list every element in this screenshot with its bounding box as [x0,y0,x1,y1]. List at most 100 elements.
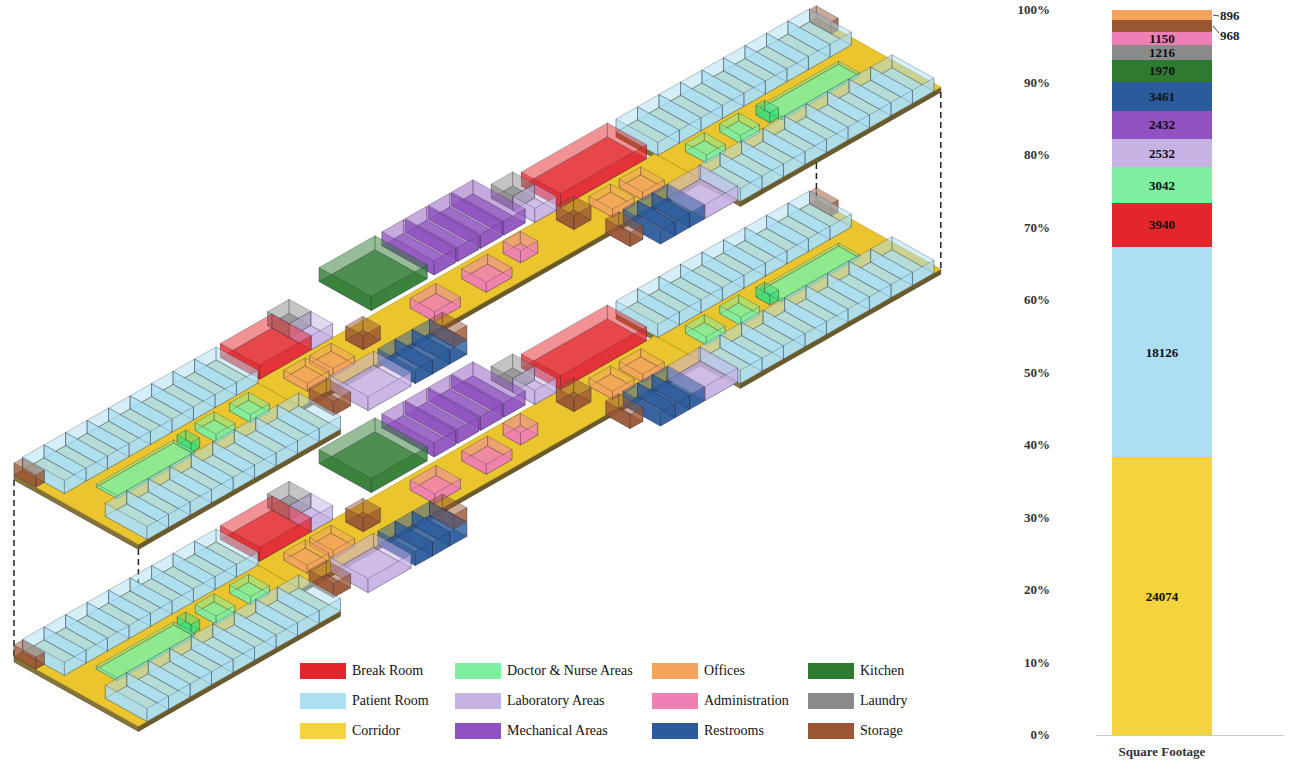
room-wall [658,312,680,337]
legend-swatch [455,693,501,709]
room-wall [462,451,486,475]
room-wall [765,251,787,276]
room-wall [839,243,860,258]
room-wall [891,272,913,297]
room-wall [481,222,503,248]
room-wall [848,297,870,322]
segment-value: 18126 [1146,346,1179,359]
slab-edge [740,269,940,388]
room-wall [64,650,86,675]
room-wall [783,152,805,177]
callout-value: 896 [1220,8,1240,24]
bar-segment: 2532 [1112,139,1212,167]
legend-label: Corridor [352,722,400,740]
room-wall [912,78,934,103]
segment-value: 3042 [1149,179,1175,192]
room-wall [805,321,827,346]
room-wall [765,69,787,94]
axis-tick-label: 10% [990,655,1050,671]
room-wall [255,635,277,660]
room-wall [147,696,169,721]
room-wall [129,613,151,638]
room-wall [869,103,891,128]
room-wall [36,470,45,487]
room-wall [86,456,108,481]
room-wall [105,685,147,721]
room-wall [869,285,891,310]
legend-label: Offices [704,662,745,680]
room-wall [701,106,723,131]
bar-segment: 3461 [1112,82,1212,111]
axis-tick-label: 80% [990,147,1050,163]
room-wall [830,214,852,239]
room-wall [64,468,86,493]
room-wall [233,647,255,672]
room-wall [410,298,434,322]
room-wall [172,589,194,614]
corridor-floor [255,154,700,407]
room-wall [169,684,191,709]
room-wall [319,268,371,311]
bar-segment: 1150 [1112,32,1212,45]
axis-tick-label: 70% [990,220,1050,236]
room-wall [783,334,805,359]
axis-tick-label: 100% [990,2,1050,18]
corridor-floor [14,542,341,727]
axis-tick-label: 40% [990,437,1050,453]
room-wall [808,44,830,69]
legend-label: Storage [860,722,903,740]
bar-segment: 24074 [1112,457,1212,735]
segment-value: 24074 [1146,590,1179,603]
legend-swatch [300,693,346,709]
room-wall [212,660,234,685]
room-wall [658,130,680,155]
legend-swatch [652,723,698,739]
room-wall [660,404,675,426]
room-wall [96,666,117,681]
legend-label: Laboratory Areas [507,692,605,710]
axis-tick-label: 60% [990,292,1050,308]
room-wall [298,611,320,636]
room-wall [150,601,172,626]
room-wall [284,370,308,391]
room-wall [174,440,195,455]
room-wall [450,340,467,364]
room-wall [230,585,251,605]
room-wall [276,623,298,648]
floor-link-lines [14,23,941,726]
room-wall [174,622,195,637]
room-wall [415,360,432,384]
legend-swatch [808,723,854,739]
legend-swatch [652,693,698,709]
room-wall [410,480,434,504]
room-wall [190,490,212,515]
room-wall [705,186,738,219]
room-wall [521,423,538,445]
axis-tick-label: 50% [990,365,1050,381]
room-wall [457,235,479,261]
room-wall [826,309,848,334]
room-wall [333,574,350,598]
segment-value: 2432 [1149,118,1175,131]
room-wall [107,626,128,651]
room-wall [450,522,467,546]
room-wall [462,269,486,293]
legend-swatch [455,723,501,739]
room-wall [434,249,456,275]
room-wall [556,388,573,412]
room-wall [762,346,784,371]
room-wall [630,225,643,246]
room-wall [720,124,741,144]
segment-value: 2532 [1149,147,1175,160]
room-wall [589,196,613,217]
room-wall [556,206,573,230]
room-wall [701,288,723,313]
room-wall [606,219,630,247]
room-wall [236,552,258,577]
room-wall [129,431,151,456]
legend-swatch [808,663,854,679]
corridor-floor [255,336,700,589]
room-wall [740,176,762,201]
